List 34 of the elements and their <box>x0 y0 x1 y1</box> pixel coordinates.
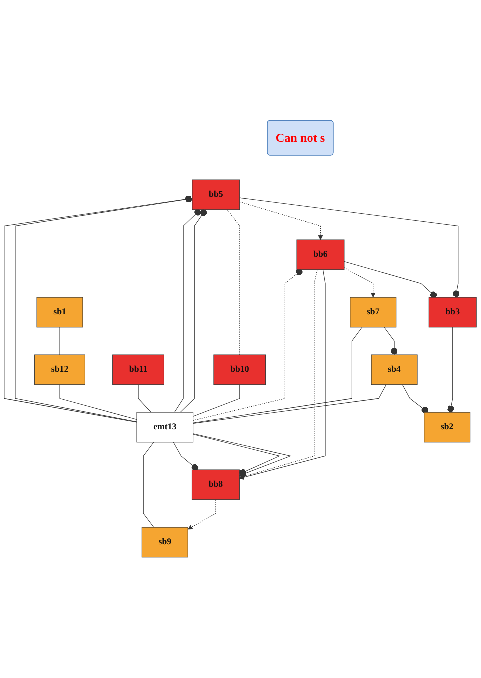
node-box: bb6 <box>296 240 345 270</box>
connector <box>193 434 280 476</box>
arrow <box>344 268 376 298</box>
node-box: bb3 <box>428 297 477 328</box>
connector <box>60 384 138 420</box>
node-box: sb7 <box>350 297 397 328</box>
node-box: bb11 <box>112 354 164 386</box>
node-box: bb10 <box>214 354 266 386</box>
connector <box>344 261 438 298</box>
connector <box>138 384 152 413</box>
node-box: sb9 <box>142 527 188 558</box>
connector <box>180 210 208 413</box>
node-box: emt13 <box>136 412 194 443</box>
connector <box>227 210 240 356</box>
connector <box>193 434 292 478</box>
node-box: sb2 <box>424 412 471 443</box>
connector <box>240 198 460 298</box>
connector <box>193 384 240 417</box>
arrow <box>188 500 216 530</box>
arrow <box>240 202 324 240</box>
node-box: sb4 <box>371 354 418 386</box>
connector <box>143 442 154 528</box>
node-box: sb12 <box>34 354 86 386</box>
connector <box>173 442 199 472</box>
node-box: bb5 <box>192 180 240 210</box>
connector <box>174 209 202 413</box>
connector <box>193 384 387 424</box>
connector <box>384 327 398 356</box>
connector <box>193 268 303 421</box>
connector <box>402 384 428 414</box>
node-box: bb8 <box>192 470 240 500</box>
connector <box>193 327 363 424</box>
connector <box>448 327 454 413</box>
node-box: sb1 <box>36 297 84 328</box>
